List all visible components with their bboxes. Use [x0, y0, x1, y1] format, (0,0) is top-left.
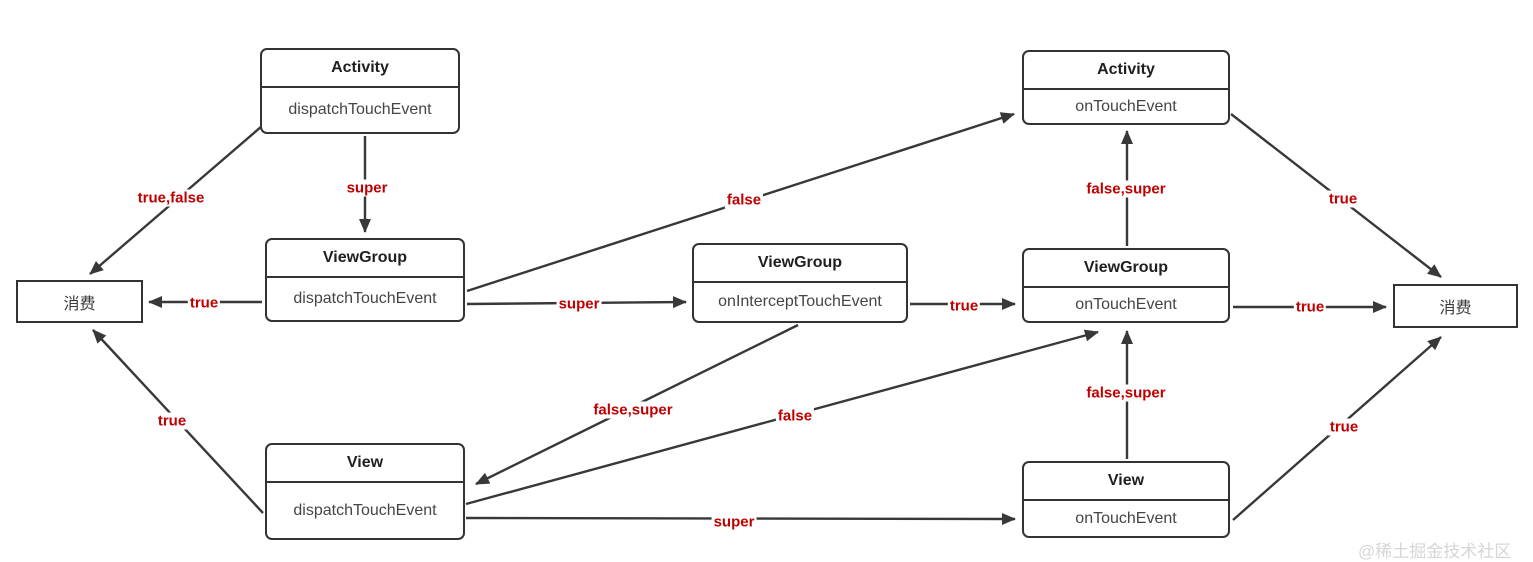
edge-label-false: false [775, 407, 815, 425]
node-method: onTouchEvent [1075, 509, 1177, 527]
node-method: onTouchEvent [1075, 295, 1177, 313]
node-title: ViewGroup [267, 240, 463, 278]
node-view-dispatchtouchevent: View dispatchTouchEvent [265, 443, 465, 540]
node-title: ViewGroup [1024, 250, 1228, 288]
node-consume-right: 消费 [1393, 284, 1518, 328]
node-viewgroup-ontouchevent: ViewGroup onTouchEvent [1022, 248, 1230, 323]
node-activity-ontouchevent: Activity onTouchEvent [1022, 50, 1230, 125]
node-method: dispatchTouchEvent [293, 290, 437, 307]
node-title: ViewGroup [694, 245, 906, 283]
node-view-ontouchevent: View onTouchEvent [1022, 461, 1230, 538]
edge-label-true: true [187, 294, 221, 312]
node-method: onTouchEvent [1075, 97, 1177, 115]
node-viewgroup-dispatchtouchevent: ViewGroup dispatchTouchEvent [265, 238, 465, 322]
edge-label-false-super: false,super [1084, 384, 1168, 402]
node-method: dispatchTouchEvent [293, 501, 437, 519]
edge-label-false-super: false,super [1084, 180, 1168, 198]
node-title: Activity [262, 50, 458, 88]
edge-label-false: false [724, 191, 764, 209]
edge-label-super: super [711, 513, 757, 531]
node-activity-dispatchtouchevent: Activity dispatchTouchEvent [260, 48, 460, 134]
node-method: onInterceptTouchEvent [718, 293, 882, 310]
edge-label-true: true [1327, 418, 1361, 436]
edge-label-true-false: true,false [135, 189, 207, 207]
edge-label-super: super [344, 179, 390, 197]
node-title: View [1024, 463, 1228, 501]
edge-label-true: true [947, 297, 981, 315]
edge-label-true: true [1293, 298, 1327, 316]
node-method: dispatchTouchEvent [288, 101, 432, 118]
node-title: View [267, 445, 463, 483]
node-title: Activity [1024, 52, 1228, 90]
juejin-watermark: @稀土掘金技术社区 [1358, 542, 1512, 561]
edge-label-super: super [556, 295, 602, 313]
node-consume-left: 消费 [16, 280, 143, 323]
node-viewgroup-onintercepttouchevent: ViewGroup onInterceptTouchEvent [692, 243, 908, 323]
edge-label-false-super: false,super [591, 401, 675, 419]
edge-label-true: true [1326, 190, 1360, 208]
edge-label-true: true [155, 412, 189, 430]
